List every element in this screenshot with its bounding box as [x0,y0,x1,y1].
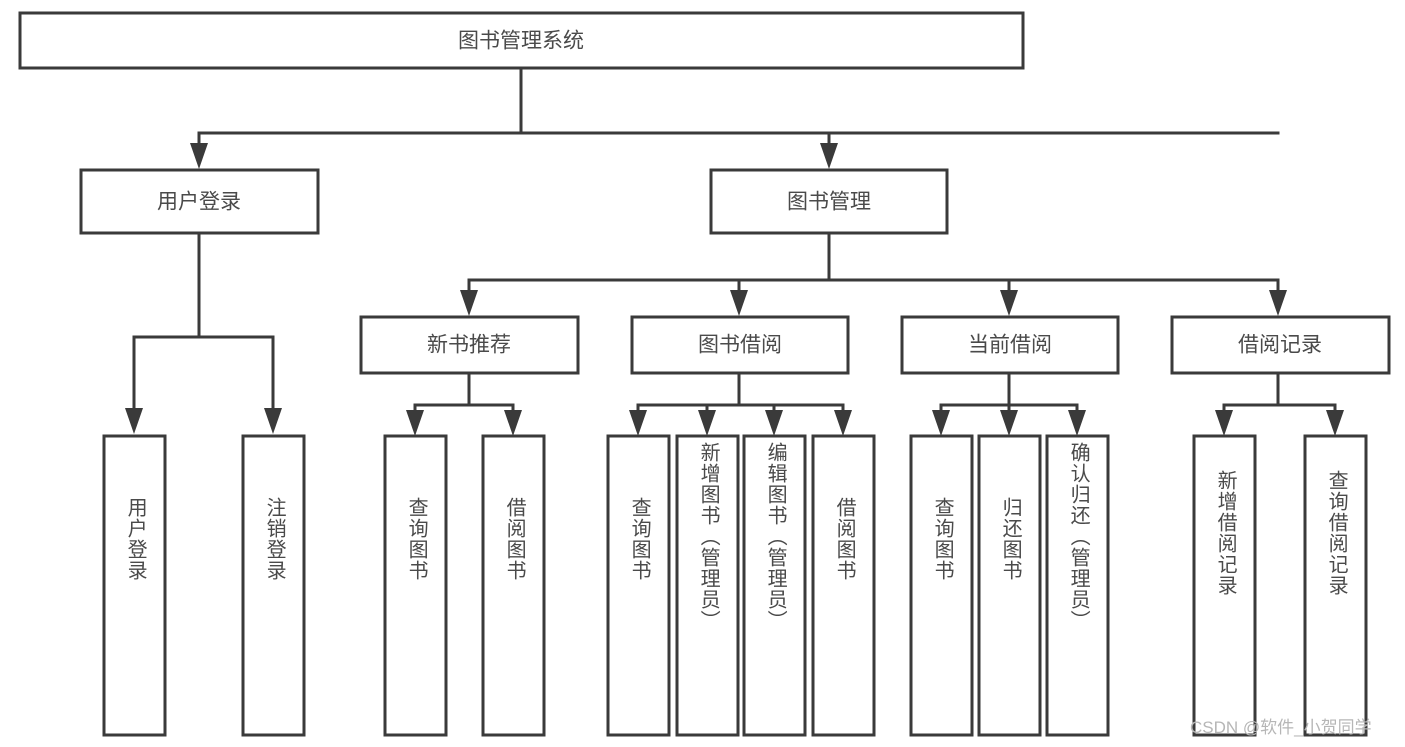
node-new-book-recommend-label: 新书推荐 [427,334,511,357]
connector-bookborrow-to-leaves [629,371,852,436]
leaf-box-book-borrow-2[interactable] [742,434,807,737]
node-book-management-label: 图书管理 [787,191,871,214]
leaf-box-book-borrow-3[interactable] [811,434,876,737]
node-book-management[interactable]: 图书管理 [709,168,949,235]
node-user-login[interactable]: 用户登录 [79,168,320,235]
leaf-box-new-book-1[interactable] [481,434,546,737]
connector-bookmgmt-to-level3 [460,231,1287,316]
node-new-book-recommend[interactable]: 新书推荐 [359,315,580,375]
node-current-borrow-label: 当前借阅 [968,334,1052,357]
connector-currentborrow-to-leaves [932,371,1086,436]
node-borrow-record-label: 借阅记录 [1238,334,1322,357]
leaf-box-book-borrow-0[interactable] [606,434,671,737]
connector-userlogin-to-leaves [125,231,282,434]
leaf-box-user-login-1[interactable] [241,434,306,737]
leaf-box-borrow-record-1[interactable] [1303,434,1368,737]
connector-root-to-level2 [190,66,1280,169]
leaf-box-borrow-record-0[interactable] [1192,434,1257,737]
leaf-box-current-borrow-1[interactable] [977,434,1042,737]
node-borrow-record[interactable]: 借阅记录 [1170,315,1391,375]
node-book-borrow-label: 图书借阅 [698,334,782,357]
leaf-box-current-borrow-2[interactable] [1045,434,1110,737]
leaf-box-user-login-0[interactable] [102,434,167,737]
connector-newbook-to-leaves [406,371,522,436]
leaf-box-current-borrow-0[interactable] [909,434,974,737]
node-current-borrow[interactable]: 当前借阅 [900,315,1120,375]
node-root[interactable]: 图书管理系统 [18,11,1025,70]
leaf-box-new-book-0[interactable] [383,434,448,737]
node-user-login-label: 用户登录 [157,191,241,214]
node-book-borrow[interactable]: 图书借阅 [630,315,850,375]
node-root-label: 图书管理系统 [458,30,584,53]
leaf-box-book-borrow-1[interactable] [675,434,740,737]
connector-borrowrecord-to-leaves [1215,371,1344,436]
